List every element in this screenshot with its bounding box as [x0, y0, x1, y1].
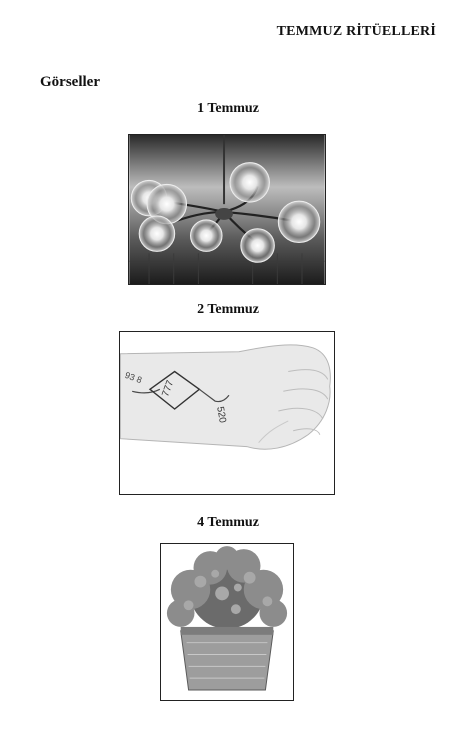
tattoo-text-2: 777 [160, 379, 176, 398]
chandelier-illustration [129, 135, 325, 284]
figure-caption-2: 2 Temmuz [197, 302, 259, 317]
potted-plant-illustration [161, 544, 293, 700]
section-title: Görseller [40, 74, 100, 90]
page-header: TEMMUZ RİTÜELLERİ [276, 24, 436, 39]
figure-caption-1: 1 Temmuz [197, 101, 259, 116]
tattoo-text-3: 520 [214, 406, 228, 425]
wrist-tattoo-illustration: 93 8 777 520 [120, 332, 334, 494]
potted-plant-image [160, 543, 294, 701]
figure-caption-3: 4 Temmuz [197, 515, 259, 530]
chandelier-image [128, 134, 326, 285]
wrist-tattoo-image: 93 8 777 520 [119, 331, 335, 495]
